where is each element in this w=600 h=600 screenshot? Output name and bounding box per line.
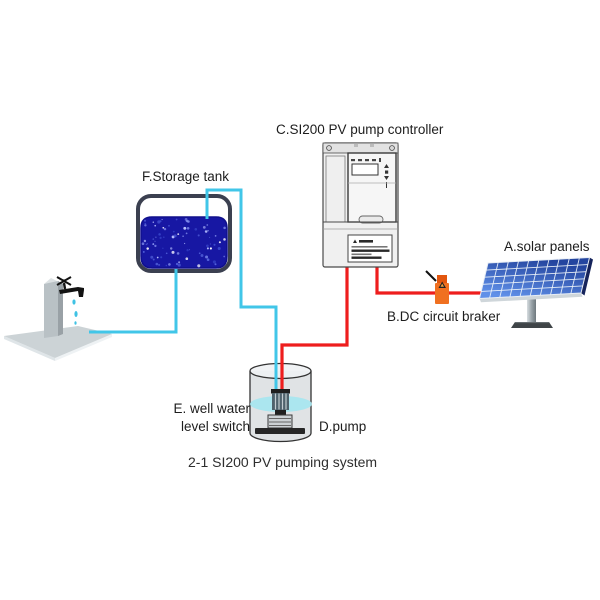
warning-label: [347, 234, 393, 263]
tap-icon: [56, 276, 84, 297]
pump-head-stripes: [274, 393, 287, 410]
tank-water-speckles: [141, 218, 226, 268]
pump-label: D.pump: [319, 419, 367, 434]
pipe-tank-to-faucet: [89, 269, 178, 334]
level-switch-label-line1: E. well water: [173, 401, 250, 416]
pipe-well-to-tank: [205, 188, 278, 391]
faucet-stand: [4, 276, 112, 361]
pump-base: [255, 428, 305, 434]
controller-label: C.SI200 PV pump controller: [276, 122, 444, 137]
top-clip: [370, 144, 374, 147]
storage-tank-label: F.Storage tank: [142, 169, 230, 184]
power-wires: [280, 263, 481, 395]
display-screen: [351, 163, 379, 176]
controller-top-bar: [322, 142, 399, 154]
tank-outline: [136, 194, 232, 273]
panel-frame-edge: [581, 257, 593, 296]
panel-base: [511, 322, 553, 328]
led-indicators-icon: [351, 158, 381, 162]
breaker-body: [435, 283, 449, 304]
water-drops-icon: [72, 299, 78, 325]
screw-icon: [326, 145, 332, 151]
keypad-panel: [347, 152, 397, 223]
pump: [255, 389, 305, 434]
platform-edge: [4, 336, 55, 361]
breaker-lever-icon: [425, 270, 437, 282]
solar-panels-label: A.solar panels: [504, 239, 590, 254]
warning-triangle-icon: [353, 239, 357, 243]
pump-controller: [322, 142, 399, 268]
breaker-topper: [437, 275, 447, 284]
screw-icon: [389, 145, 395, 151]
platform-top: [4, 326, 112, 358]
pillar-front: [44, 281, 58, 338]
level-switch-label-line2: level switch: [180, 419, 250, 434]
platform-edge: [55, 334, 112, 361]
pump-body-lines: [269, 418, 291, 426]
panel-pole: [527, 294, 536, 322]
dc-circuit-breaker: [425, 270, 449, 304]
tank-water: [140, 216, 228, 269]
top-clip: [354, 144, 358, 147]
pump-neck: [275, 410, 286, 415]
pillar-side: [58, 281, 63, 336]
level-switch-label: E. well water level switch: [162, 400, 250, 436]
water-pipes: [89, 188, 278, 391]
pump-head: [272, 393, 289, 410]
panel-cell-grid: [481, 257, 588, 299]
dc-breaker-label: B.DC circuit braker: [387, 309, 501, 324]
storage-tank: [136, 194, 232, 273]
solar-panel: [478, 256, 593, 328]
handle-slot: [358, 215, 384, 224]
pump-cap: [271, 389, 290, 394]
wire-controller-to-pump: [280, 263, 349, 395]
panel-frame-bottom: [479, 293, 583, 303]
controller-left-panel: [325, 155, 346, 223]
diagram-caption: 2-1 SI200 PV pumping system: [188, 454, 378, 470]
